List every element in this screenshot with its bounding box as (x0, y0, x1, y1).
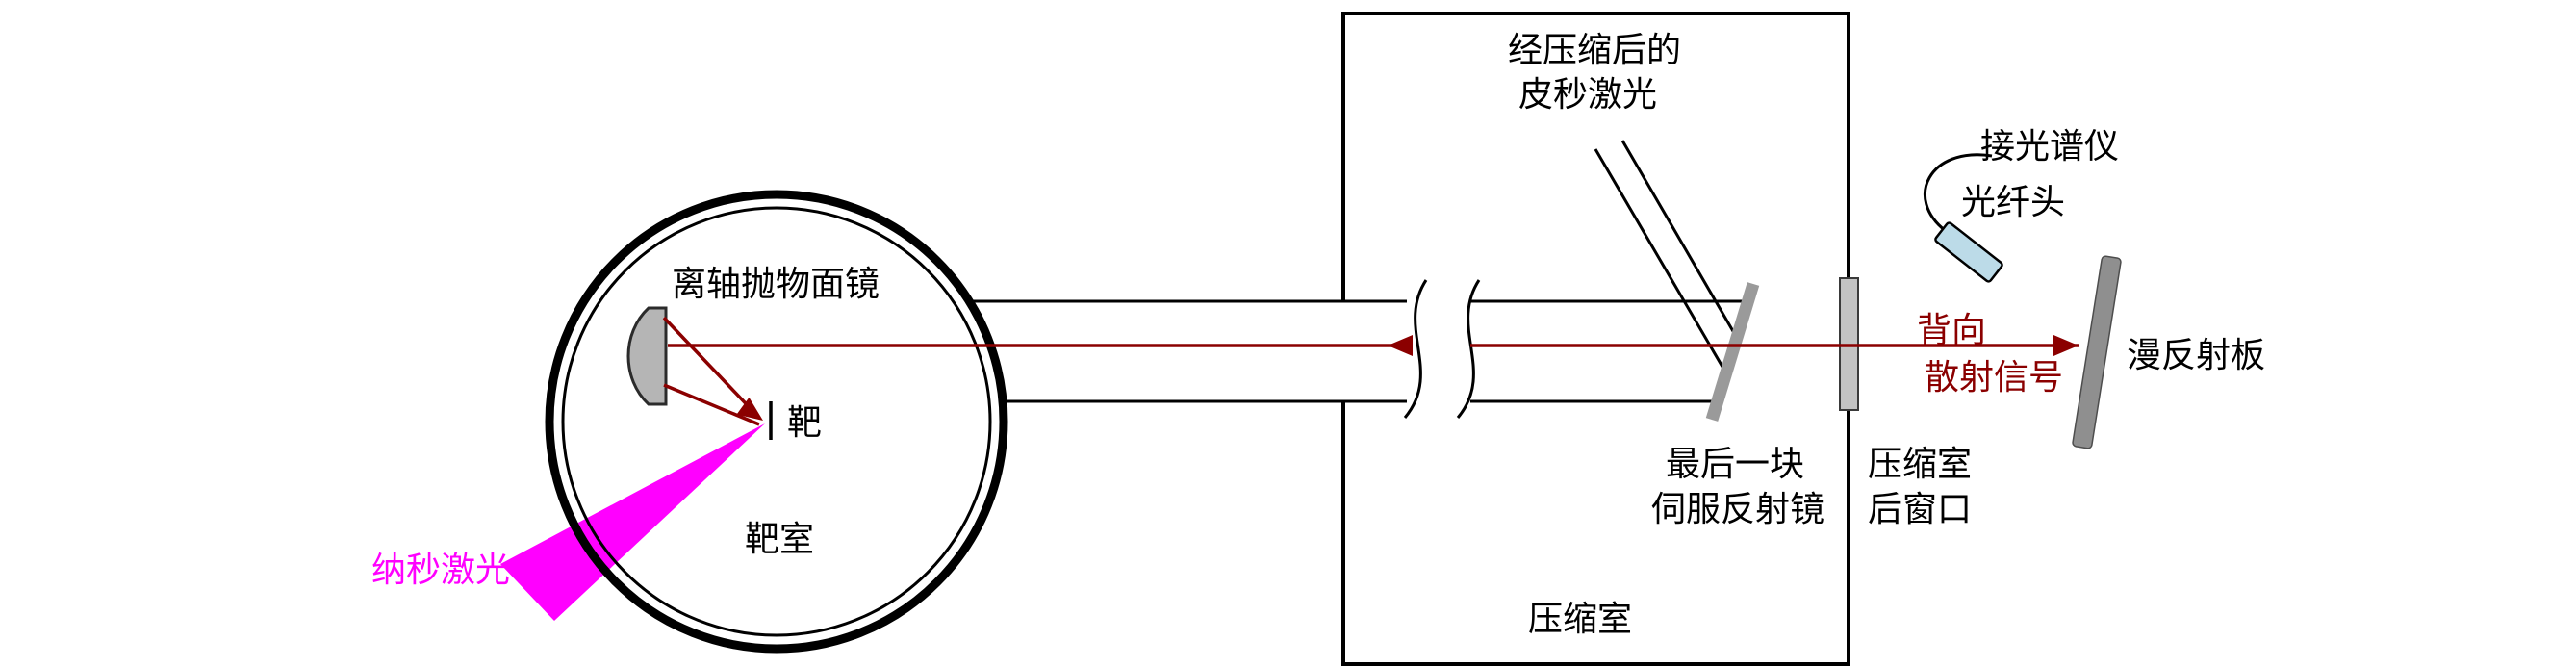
break-symbol-right (1456, 279, 1481, 419)
fiber-head-label: 光纤头 (1961, 183, 2065, 222)
diffuse-board (2072, 255, 2122, 449)
servo-mirror (1705, 282, 1760, 422)
break-symbol-left (1403, 279, 1428, 419)
ps-laser-label-line2: 皮秒激光 (1518, 75, 1657, 115)
target-chamber-label: 靶室 (745, 520, 814, 559)
rear-window-label-line1: 压缩室 (1868, 445, 1972, 484)
ns-laser-label: 纳秒激光 (371, 551, 510, 590)
compressor-outline (1341, 12, 1850, 666)
servo-mirror-label-line1: 最后一块 (1666, 445, 1804, 484)
beam-arrow-right (2053, 335, 2079, 356)
target-chamber-outer-ring (545, 190, 1008, 654)
ns-laser-beam (500, 423, 765, 621)
ps-laser-beam (1594, 140, 1739, 374)
backscatter-label-line1: 背向 (1917, 311, 1986, 350)
oap-mirror (626, 306, 668, 406)
oap-mirror-label: 离轴抛物面镜 (672, 265, 880, 304)
focusing-cone (662, 316, 761, 426)
spectrometer-label: 接光谱仪 (1980, 127, 2119, 167)
beam-tube (967, 299, 1747, 403)
target-label: 靶 (787, 403, 822, 443)
beam-arrow-target (736, 397, 763, 421)
compressor-label: 压缩室 (1528, 600, 1632, 639)
spectrometer-cable (1924, 153, 1993, 233)
fiber-head (1934, 221, 2003, 283)
ps-laser-label-line1: 经压缩后的 (1508, 31, 1681, 70)
servo-mirror-label-line2: 伺服反射镜 (1651, 490, 1824, 529)
main-beam (662, 316, 2079, 426)
rear-window-label-line2: 后窗口 (1868, 490, 1972, 529)
target-chamber-inner-ring (561, 206, 992, 637)
beam-arrow-left (1388, 335, 1413, 356)
backscatter-label-line2: 散射信号 (1925, 358, 2063, 398)
diffuse-board-label: 漫反射板 (2127, 336, 2265, 375)
